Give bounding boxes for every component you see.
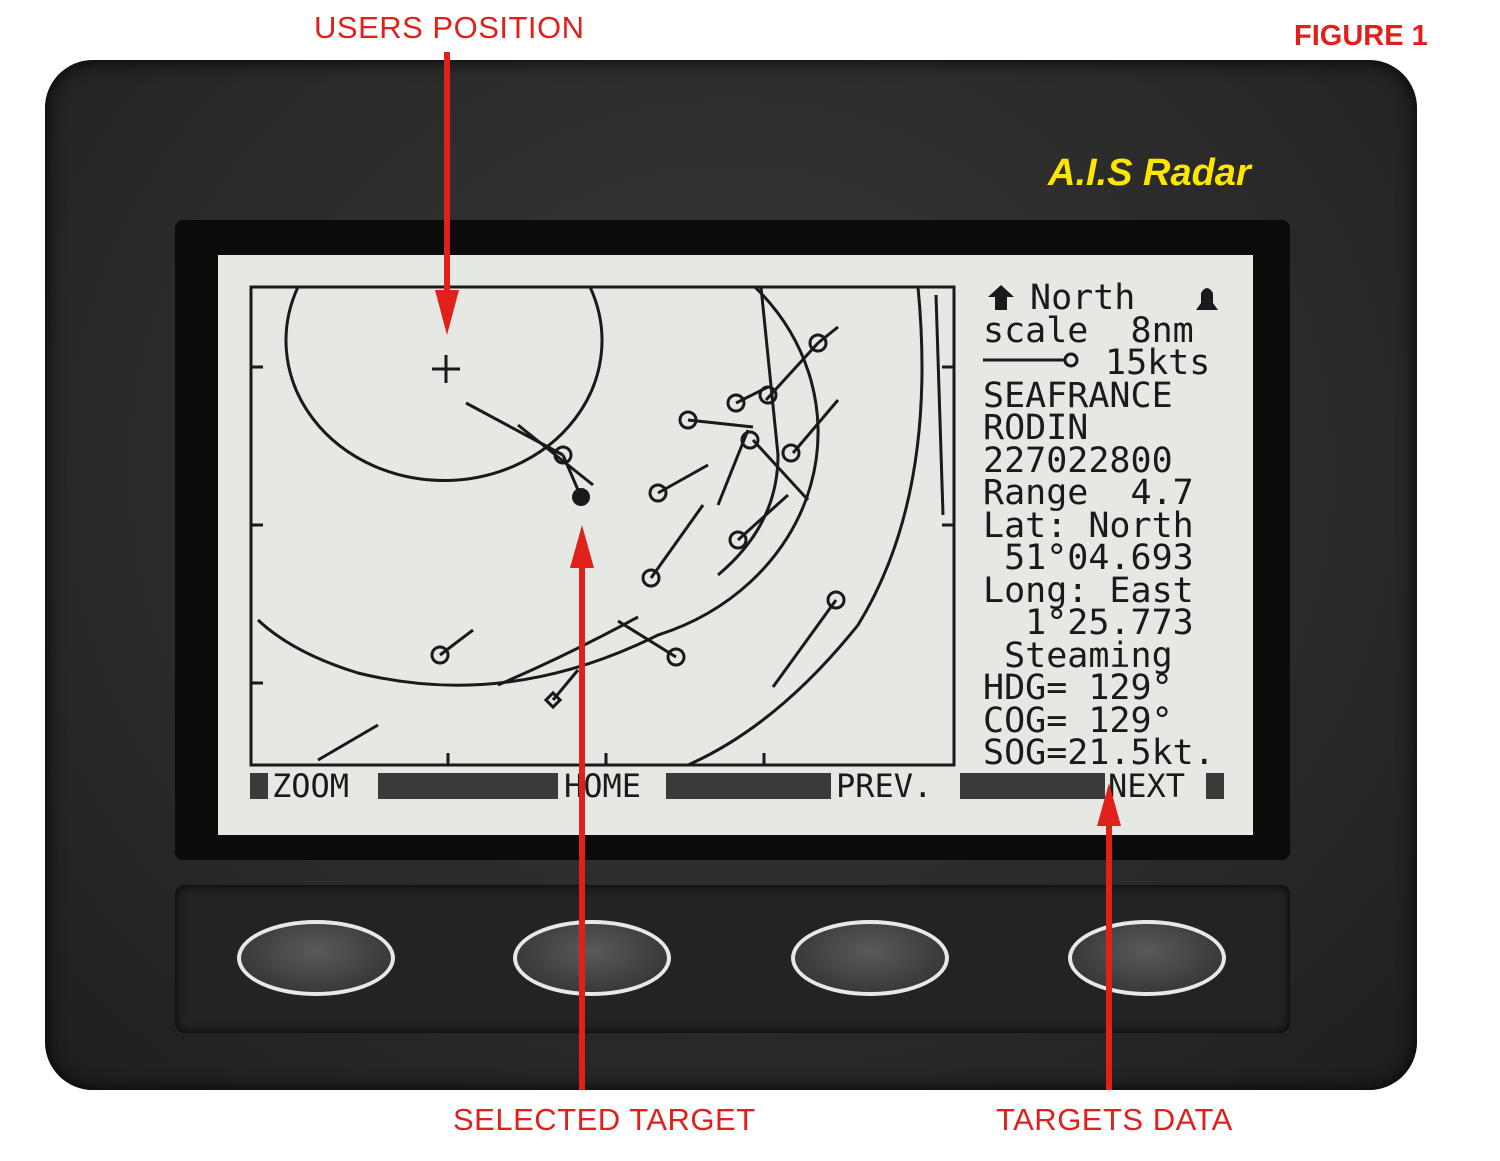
speed-scale-label: 15kts bbox=[1105, 343, 1211, 383]
zoom-button[interactable] bbox=[237, 920, 395, 996]
lat-label: Lat: North bbox=[983, 505, 1194, 546]
targets-data-callout: TARGETS DATA bbox=[996, 1102, 1233, 1137]
long-value: 1°25.773 bbox=[983, 603, 1194, 643]
orientation-label: North bbox=[1030, 278, 1136, 318]
range-ring-outer bbox=[687, 286, 924, 767]
lcd-screen: North scale 8nm 15kts SEAFRANCE RODIN 22… bbox=[218, 255, 1253, 835]
button-panel bbox=[175, 885, 1290, 1033]
range-ring-inner bbox=[284, 286, 604, 483]
softkey-bar: ZOOM HOME PREV. NEXT bbox=[248, 770, 1226, 802]
home-button[interactable] bbox=[513, 920, 671, 996]
softkey-prev-label: PREV. bbox=[836, 767, 933, 805]
mmsi-value: 227022800 bbox=[983, 440, 1173, 481]
north-arrow-icon bbox=[988, 285, 1014, 310]
selected-target-callout: SELECTED TARGET bbox=[453, 1102, 756, 1137]
figure-label: FIGURE 1 bbox=[1294, 20, 1428, 52]
targets-data-panel: North scale 8nm 15kts SEAFRANCE RODIN 22… bbox=[983, 281, 1215, 773]
range-ring-middle bbox=[256, 285, 820, 687]
brand-logo: A.I.S Radar bbox=[1048, 152, 1251, 194]
alarm-bell-icon bbox=[1196, 288, 1218, 310]
next-button[interactable] bbox=[1068, 920, 1226, 996]
prev-button[interactable] bbox=[791, 920, 949, 996]
softkey-next-label: NEXT bbox=[1108, 767, 1186, 805]
status-value: Steaming bbox=[983, 635, 1173, 676]
long-label: Long: East bbox=[983, 570, 1194, 611]
radar-frame bbox=[249, 285, 956, 767]
lat-value: 51°04.693 bbox=[983, 538, 1194, 578]
vessel-name-line2: RODIN bbox=[983, 408, 1089, 448]
users-position-callout: USERS POSITION bbox=[314, 10, 585, 45]
selected-target-marker bbox=[572, 488, 590, 506]
softkey-zoom-label: ZOOM bbox=[272, 767, 350, 805]
cog-value: COG= 129° bbox=[983, 700, 1173, 741]
softkey-home-label: HOME bbox=[564, 767, 642, 805]
vessel-name-line1: SEAFRANCE bbox=[983, 375, 1173, 416]
scale-label: scale 8nm bbox=[983, 310, 1194, 351]
heading-value: HDG= 129° bbox=[983, 668, 1173, 708]
range-value: Range 4.7 bbox=[983, 473, 1194, 513]
radar-plot bbox=[249, 285, 1218, 767]
sog-value: SOG=21.5kt. bbox=[983, 733, 1215, 773]
